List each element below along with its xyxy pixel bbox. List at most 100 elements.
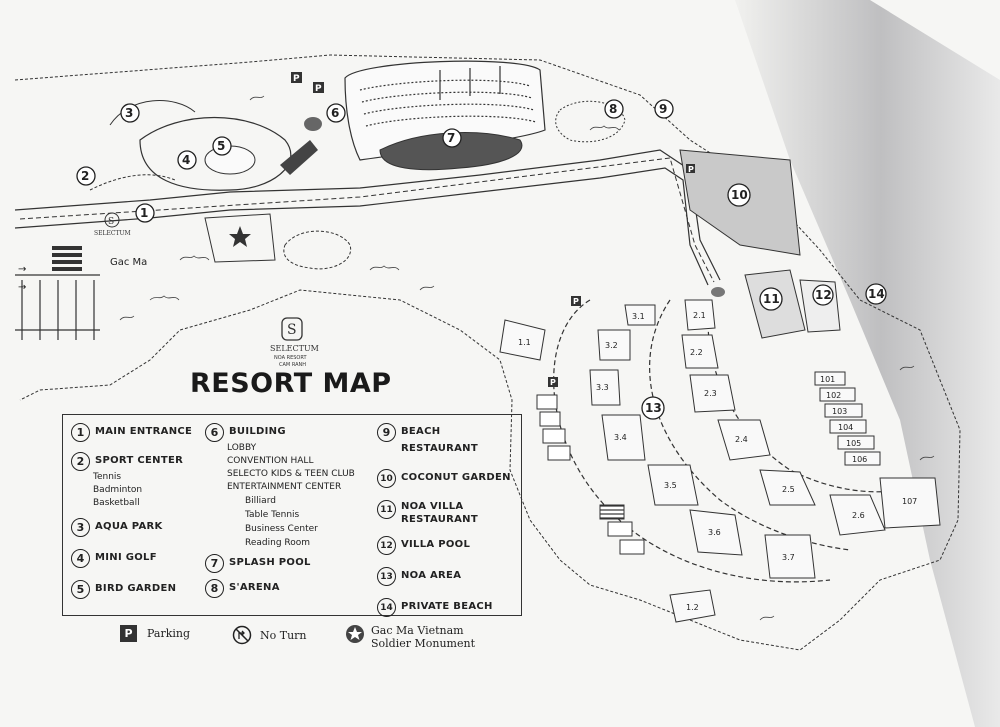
svg-text:101: 101 — [820, 375, 835, 384]
legend-item-private-beach: 14 PRIVATE BEACH — [377, 598, 521, 617]
private-beach-area — [735, 0, 1000, 727]
svg-text:P: P — [573, 297, 579, 306]
legend-column-3: 9 BEACH RESTAURANT 10 COCONUT GARDEN 11 … — [377, 423, 521, 621]
svg-text:P: P — [688, 165, 694, 174]
noa-road-outer — [553, 299, 831, 583]
svg-text:P: P — [550, 378, 556, 387]
villa-101 — [814, 371, 846, 386]
villa-2-3 — [689, 374, 736, 413]
brand-logo-main: S SELECTUM NOA RESORT CAM RANH — [270, 317, 319, 368]
svg-text:1.2: 1.2 — [686, 603, 699, 612]
svg-text:103: 103 — [832, 407, 847, 416]
legend-item-mini-golf: 4 MINI GOLF — [71, 549, 192, 568]
legend-item-bird-garden: 5 BIRD GARDEN — [71, 580, 192, 599]
svg-text:14: 14 — [868, 287, 885, 301]
svg-text:2: 2 — [81, 169, 89, 183]
svg-text:→: → — [18, 264, 26, 275]
svg-text:2.5: 2.5 — [782, 485, 795, 494]
parking-lot-left — [15, 274, 100, 340]
svg-text:2.6: 2.6 — [852, 511, 865, 520]
villa-labels: 1.1 1.2 2.1 2.2 2.3 2.4 2.5 2.6 3.1 3.2 … — [518, 311, 917, 612]
symbol-monument: Gac Ma Vietnam Soldier Monument — [345, 624, 475, 650]
legend-item-coconut-garden: 10 COCONUT GARDEN — [377, 469, 521, 488]
svg-text:1.1: 1.1 — [518, 338, 531, 347]
monument-star-legend-icon — [346, 625, 364, 643]
svg-text:107: 107 — [902, 497, 917, 506]
villa-2-4 — [717, 419, 771, 461]
noa-units-left — [536, 394, 645, 555]
villa-1-1 — [499, 319, 546, 361]
villa-105 — [837, 435, 875, 450]
villa-3-6 — [689, 509, 743, 556]
svg-text:3.5: 3.5 — [664, 481, 677, 490]
legend-item-noa-villa-restaurant: 11 NOA VILLA RESTAURANT — [377, 500, 521, 526]
aqua-park-loop — [139, 117, 292, 191]
svg-text:9: 9 — [659, 102, 667, 116]
villa-3-5 — [647, 464, 699, 506]
symbol-no-turn: No Turn — [232, 625, 307, 645]
svg-text:3.6: 3.6 — [708, 528, 721, 537]
parking-icon: P — [120, 625, 137, 642]
location-marker-numbers: 1 2 3 4 5 6 7 8 9 10 11 12 13 14 — [81, 102, 885, 415]
villa-1-2 — [669, 589, 716, 623]
svg-text:2.2: 2.2 — [690, 348, 703, 357]
villa-106 — [844, 451, 881, 466]
legend-sub-basketball: Basketball — [93, 498, 140, 508]
legend-column-1: 1 MAIN ENTRANCE 2 SPORT CENTER Tennis Ba… — [71, 423, 192, 603]
monument-star-icon — [229, 226, 251, 247]
villa-3-4 — [601, 414, 646, 461]
svg-text:13: 13 — [645, 401, 662, 415]
villa-102 — [819, 387, 856, 402]
symbol-parking: P Parking — [120, 625, 190, 642]
svg-text:3.7: 3.7 — [782, 553, 795, 562]
svg-text:102: 102 — [826, 391, 841, 400]
svg-text:S: S — [287, 322, 297, 338]
svg-text:7: 7 — [447, 131, 455, 145]
svg-text:5: 5 — [217, 139, 225, 153]
legend-sub-tennis: Tennis — [93, 472, 122, 482]
gac-ma-label: Gac Ma — [110, 257, 147, 268]
villa-3-1 — [624, 304, 656, 326]
svg-text:SELECTUM: SELECTUM — [270, 344, 319, 353]
map-title: RESORT MAP — [190, 368, 392, 399]
svg-text:2.3: 2.3 — [704, 389, 717, 398]
legend-box: 1 MAIN ENTRANCE 2 SPORT CENTER Tennis Ba… — [62, 414, 522, 617]
legend-item-sarena: 8 S'ARENA — [205, 579, 355, 598]
svg-text:3.1: 3.1 — [632, 312, 645, 321]
legend-item-building: 6 BUILDING — [205, 423, 355, 442]
legend-item-sport-center: 2 SPORT CENTER — [71, 452, 192, 471]
svg-text:CAM RANH: CAM RANH — [279, 362, 306, 368]
svg-text:NOA RESORT: NOA RESORT — [274, 355, 307, 361]
svg-text:12: 12 — [815, 288, 832, 302]
svg-text:SELECTUM: SELECTUM — [94, 230, 131, 237]
legend-item-main-entrance: 1 MAIN ENTRANCE — [71, 423, 192, 442]
legend-sub-badminton: Badminton — [93, 485, 143, 495]
svg-text:2.4: 2.4 — [735, 435, 748, 444]
villa-blocks — [499, 299, 941, 623]
svg-text:106: 106 — [852, 455, 867, 464]
villa-3-3 — [589, 369, 621, 406]
svg-text:10: 10 — [731, 188, 748, 202]
svg-text:2.1: 2.1 — [693, 311, 706, 320]
villa-2-1 — [684, 299, 716, 331]
villa-3-2 — [597, 329, 631, 361]
svg-text:3.3: 3.3 — [596, 383, 609, 392]
monument-garden — [204, 213, 276, 263]
legend-item-splash-pool: 7 SPLASH POOL — [205, 554, 355, 573]
svg-text:→: → — [18, 282, 26, 293]
noa-road-middle — [649, 299, 851, 551]
svg-text:4: 4 — [182, 153, 190, 167]
legend-column-2: 6 BUILDING LOBBY CONVENTION HALL SELECTO… — [205, 423, 355, 602]
svg-text:P: P — [315, 84, 322, 94]
svg-text:104: 104 — [838, 423, 853, 432]
legend-item-aqua-park: 3 AQUA PARK — [71, 518, 192, 537]
villa-3-7 — [764, 534, 816, 579]
legend-item-beach-restaurant: 9 BEACH RESTAURANT — [377, 423, 521, 457]
villa-2-5 — [759, 469, 816, 506]
splash-pool — [379, 132, 523, 171]
sarena-area — [555, 100, 626, 143]
villa-2-6 — [829, 494, 886, 536]
brand-logo-small: S SELECTUM — [94, 212, 131, 237]
